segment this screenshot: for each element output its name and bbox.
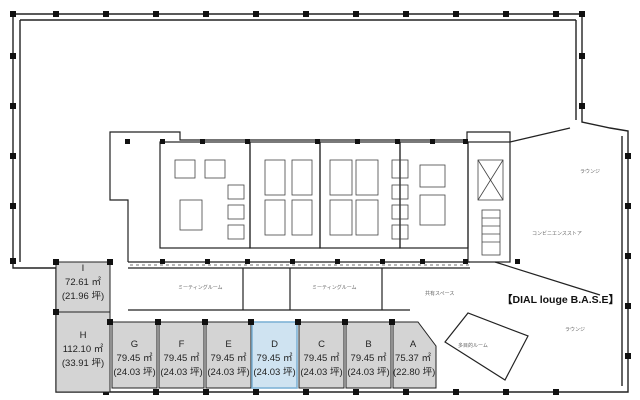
unit-F-tsubo: (24.03 坪) [160, 367, 203, 378]
unit-H-shape[interactable] [55, 311, 111, 393]
unit-F-area: 79.45 ㎡ [163, 353, 200, 364]
unit-B-area: 79.45 ㎡ [350, 353, 387, 364]
multipurpose-room [444, 312, 529, 381]
unit-G-tsubo: (24.03 坪) [113, 367, 156, 378]
room-label-meeting-room-2: ミーティングルーム [312, 285, 357, 291]
unit-D-tsubo: (24.03 坪) [253, 367, 296, 378]
unit-B-shape[interactable] [345, 321, 392, 389]
unit-D-area: 79.45 ㎡ [256, 353, 293, 364]
building-outline [12, 13, 629, 393]
brand-label: 【DIAL louge B.A.S.E】 [502, 294, 620, 306]
room-label-lounge-top: ラウンジ [580, 169, 601, 175]
unit-columns [53, 259, 395, 325]
unit-B[interactable] [345, 321, 392, 389]
unit-D-id: D [271, 339, 278, 350]
unit-C-area: 79.45 ㎡ [303, 353, 340, 364]
unit-H-tsubo: (33.91 坪) [61, 358, 105, 369]
unit-C-id: C [318, 339, 325, 350]
unit-E-id: E [225, 339, 232, 350]
core-columns [125, 139, 520, 264]
room-label-meeting-room-1: ミーティングルーム [178, 285, 223, 291]
unit-D-shape[interactable] [251, 321, 298, 389]
unit-B-label: B 79.45 ㎡ (24.03 坪) [346, 338, 391, 380]
unit-F[interactable] [158, 321, 205, 389]
unit-A-tsubo: (22.80 坪) [393, 367, 436, 378]
unit-E-area: 79.45 ㎡ [210, 353, 247, 364]
unit-I-id: I [81, 263, 85, 274]
unit-A[interactable] [392, 321, 437, 389]
unit-C[interactable] [298, 321, 345, 389]
unit-E[interactable] [205, 321, 252, 389]
unit-I-label: I 72.61 ㎡ (21.96 坪) [56, 262, 110, 304]
room-label-shared-space: 共有スペース [425, 291, 455, 297]
unit-A-shape[interactable] [392, 321, 437, 389]
unit-H-id: H [79, 330, 87, 341]
unit-B-id: B [365, 339, 372, 350]
room-label-multipurpose-room: 多目的ルーム [458, 343, 488, 349]
unit-G-label: G 79.45 ㎡ (24.03 坪) [112, 338, 157, 380]
unit-F-id: F [178, 339, 185, 350]
unit-I-area: 72.61 ㎡ [65, 277, 101, 288]
core-walls [109, 127, 601, 311]
unit-F-label: F 79.45 ㎡ (24.03 坪) [159, 338, 204, 380]
room-label-lounge-bottom: ラウンジ [565, 327, 586, 333]
core-fixtures [130, 159, 504, 266]
unit-A-label: A 75.37 ㎡ (22.80 坪) [393, 338, 436, 380]
unit-E-shape[interactable] [205, 321, 252, 389]
unit-D-label: D 79.45 ㎡ (24.03 坪) [252, 338, 297, 380]
unit-G-area: 79.45 ㎡ [116, 353, 153, 364]
unit-A-area: 75.37 ㎡ [395, 353, 431, 364]
unit-I-tsubo: (21.96 坪) [61, 291, 105, 302]
unit-F-shape[interactable] [158, 321, 205, 389]
unit-D[interactable] [251, 321, 298, 389]
unit-G-shape[interactable] [111, 321, 158, 389]
unit-H-label: H 112.10 ㎡ (33.91 坪) [56, 329, 110, 371]
unit-C-label: C 79.45 ㎡ (24.03 坪) [299, 338, 344, 380]
unit-E-label: E 79.45 ㎡ (24.03 坪) [206, 338, 251, 380]
unit-H-area: 112.10 ㎡ [62, 344, 104, 355]
unit-C-shape[interactable] [298, 321, 345, 389]
unit-A-id: A [409, 339, 417, 350]
unit-B-tsubo: (24.03 坪) [347, 367, 390, 378]
unit-G[interactable] [111, 321, 158, 389]
unit-H[interactable] [55, 311, 111, 393]
room-label-convenience-store: コンビニエンスストア [532, 231, 582, 237]
unit-E-tsubo: (24.03 坪) [207, 367, 250, 378]
unit-G-id: G [130, 339, 139, 350]
unit-C-tsubo: (24.03 坪) [300, 367, 343, 378]
